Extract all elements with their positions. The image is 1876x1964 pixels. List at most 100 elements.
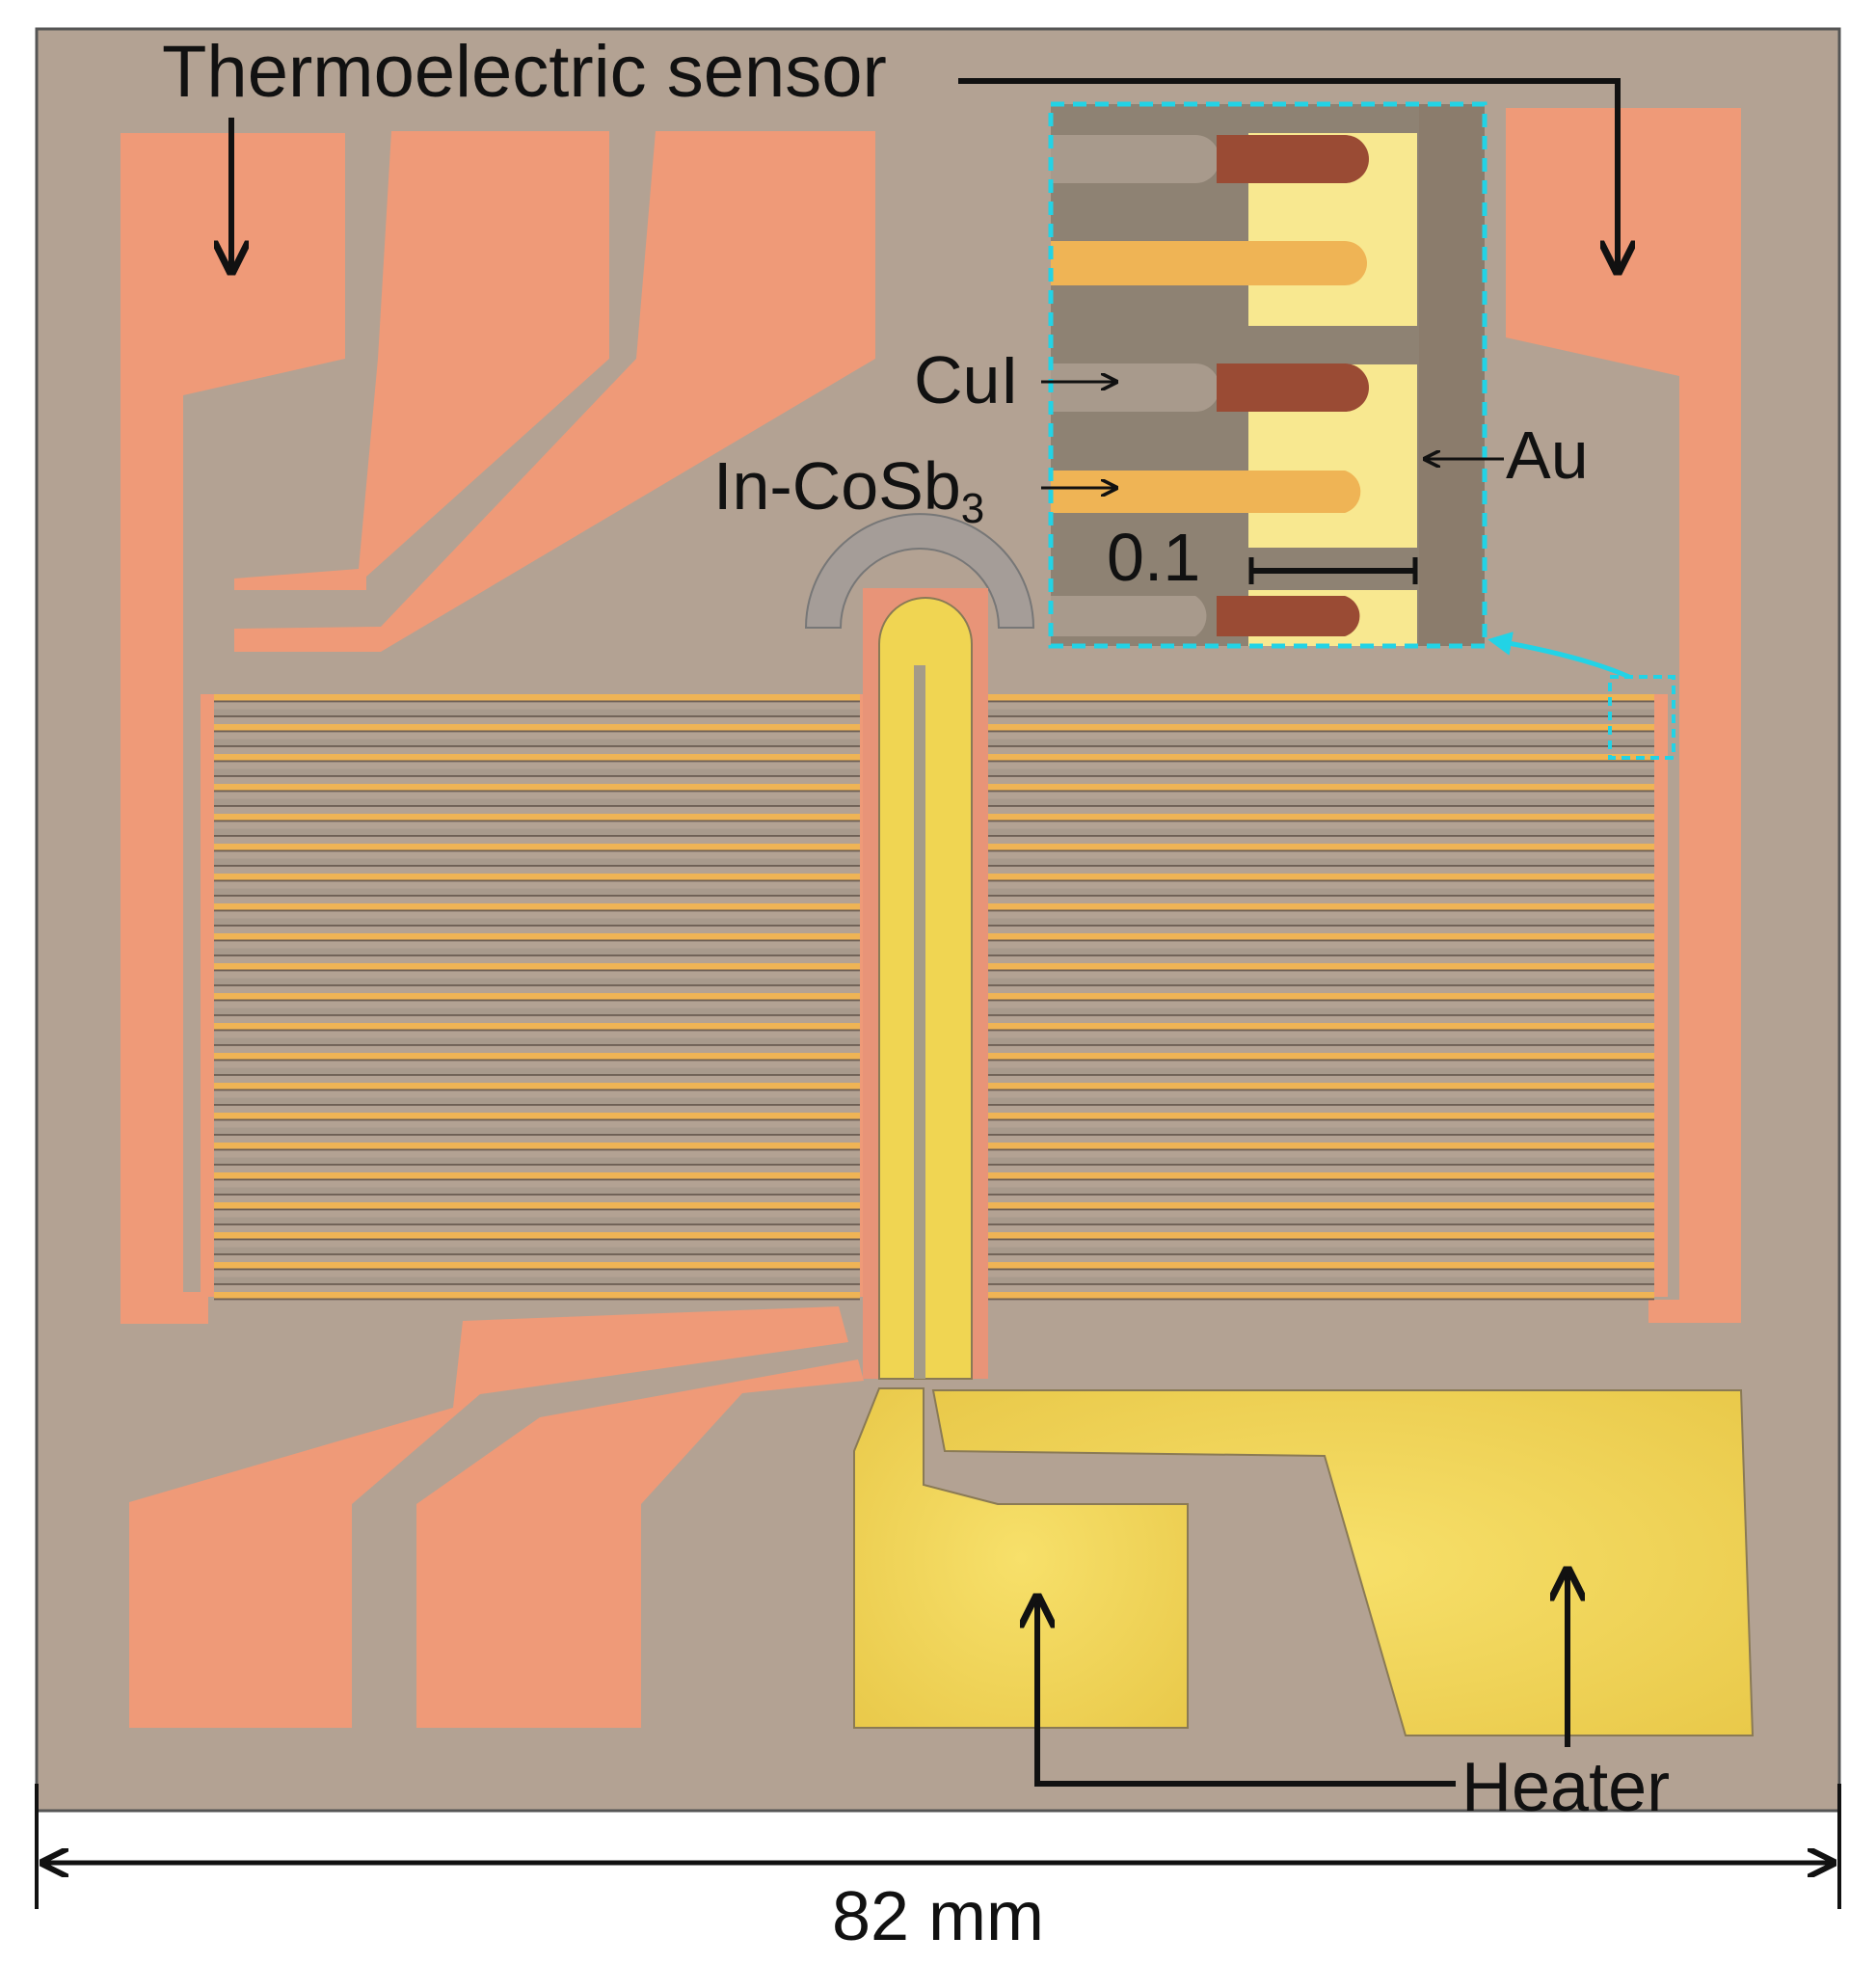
leg-stripe <box>214 1292 860 1299</box>
leg-stripe <box>214 1143 860 1149</box>
leg-gap <box>979 730 1654 733</box>
heater-halo <box>804 513 1035 629</box>
leg-stripe <box>979 1008 1654 1015</box>
leg-stripe <box>214 888 860 896</box>
leg-gap <box>214 1298 860 1301</box>
cui-contact <box>1217 363 1369 412</box>
leg-gap <box>214 1029 860 1032</box>
leg-stripe <box>214 739 860 746</box>
leg-gap <box>979 999 1654 1002</box>
leg-gap <box>979 700 1654 703</box>
leg-gap <box>979 1253 1654 1255</box>
leg-gap <box>214 1178 860 1181</box>
leg-stripe <box>214 1232 860 1239</box>
leg-gap <box>979 1104 1654 1106</box>
leg-gap <box>979 1208 1654 1211</box>
leg-stripe <box>214 1202 860 1209</box>
leg-stripe <box>214 844 860 850</box>
leg-stripe <box>214 709 860 716</box>
leg-stripe <box>214 874 860 880</box>
leg-gap <box>214 1148 860 1151</box>
leg-stripe <box>979 1127 1654 1135</box>
leg-stripe <box>214 814 860 821</box>
leg-stripe <box>214 768 860 776</box>
copper-pad-bottom-1 <box>129 1306 848 1728</box>
leg-gap <box>214 1104 860 1106</box>
leg-stripe <box>979 1097 1654 1105</box>
leg-stripe <box>979 1217 1654 1224</box>
leg-gap <box>979 969 1654 972</box>
leg-stripe <box>979 1172 1654 1179</box>
leg-gap <box>214 895 860 897</box>
leg-stripe <box>214 724 860 731</box>
inset-micrograph <box>1048 101 1487 649</box>
leg-gap <box>214 820 860 822</box>
leg-stripe <box>979 903 1654 910</box>
leg-gap <box>214 925 860 927</box>
thermoelectric-legs-right <box>966 694 1668 1301</box>
leg-gap <box>979 1148 1654 1151</box>
leg-gap <box>214 760 860 763</box>
leg-gap <box>214 775 860 777</box>
leg-stripe <box>979 784 1654 791</box>
leg-stripe <box>979 798 1654 806</box>
leg-stripe <box>979 1202 1654 1209</box>
substrate-edge <box>35 27 1841 1813</box>
leg-stripe <box>214 1277 860 1284</box>
cosb-leg <box>1051 471 1361 513</box>
heater-pad-right <box>931 1389 1755 1736</box>
leg-contact-bar <box>201 694 214 1297</box>
leg-gap <box>979 909 1654 912</box>
leg-stripe <box>214 1083 860 1090</box>
leg-stripe <box>214 1113 860 1119</box>
leg-gap <box>979 760 1654 763</box>
leg-gap <box>214 999 860 1002</box>
leg-gap <box>979 1134 1654 1136</box>
leg-stripe <box>979 963 1654 970</box>
leg-gap <box>214 805 860 807</box>
leg-gap <box>979 1283 1654 1285</box>
leg-gap <box>214 1089 860 1091</box>
leg-gap <box>979 1059 1654 1062</box>
leg-gap <box>214 879 860 882</box>
leg-stripe <box>214 948 860 955</box>
zoom-connector-arrow <box>1487 632 1631 680</box>
cui-leg <box>1051 135 1219 183</box>
leg-gap <box>214 1059 860 1062</box>
leg-gap <box>979 1014 1654 1016</box>
leg-stripe <box>214 978 860 985</box>
leg-stripe <box>979 814 1654 821</box>
leg-gap <box>979 1178 1654 1181</box>
leg-stripe <box>979 1262 1654 1269</box>
leg-gap <box>979 805 1654 807</box>
leg-gap <box>214 1238 860 1241</box>
leg-stripe <box>979 754 1654 761</box>
leg-gap <box>214 1224 860 1225</box>
copper-pad-top-2 <box>234 131 609 590</box>
leg-gap <box>979 790 1654 793</box>
leg-gap <box>214 730 860 733</box>
leg-stripe <box>979 828 1654 836</box>
label-heater: Heater <box>1461 1749 1670 1826</box>
leg-stripe <box>979 1037 1654 1045</box>
leg-stripe <box>979 724 1654 731</box>
thermoelectric-legs-left <box>201 694 873 1301</box>
leg-gap <box>979 955 1654 956</box>
leg-stripe <box>214 1037 860 1045</box>
leg-gap <box>979 715 1654 717</box>
leg-stripe <box>214 1247 860 1254</box>
leg-stripe <box>214 1262 860 1269</box>
leg-stripe <box>214 933 860 940</box>
cui-leg <box>1051 596 1207 636</box>
leg-gap <box>979 1089 1654 1091</box>
leg-stripe <box>979 858 1654 866</box>
leg-stripe <box>979 1113 1654 1119</box>
leg-stripe <box>214 1008 860 1015</box>
leg-gap <box>214 955 860 956</box>
leg-gap <box>979 1044 1654 1046</box>
leg-gap <box>979 1238 1654 1241</box>
leg-stripe <box>979 1277 1654 1284</box>
leg-stripe <box>214 963 860 970</box>
leg-gap <box>979 1074 1654 1076</box>
